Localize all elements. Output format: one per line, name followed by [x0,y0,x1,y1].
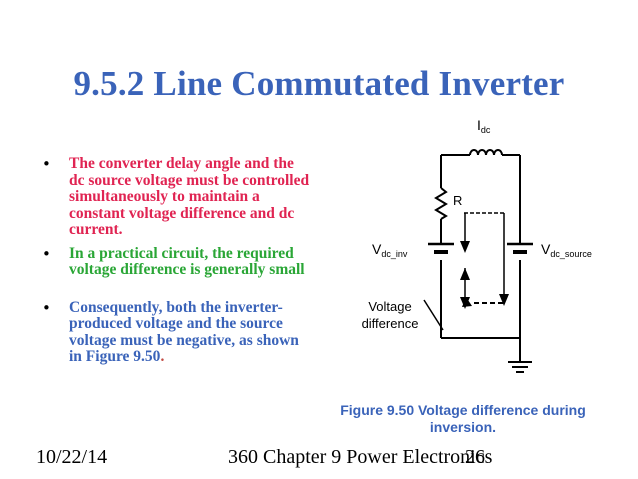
bullet-dot-icon: • [42,244,51,263]
current-label: Idc [477,117,491,135]
bullet-text: Consequently, both the inverter-produced… [69,298,299,365]
figure-caption-line-1: Figure 9.50 Voltage difference during [340,402,586,418]
bullet-text: The converter delay angle and the dc sou… [69,155,310,238]
bullet-item: • In a practical circuit, the required v… [42,244,312,279]
slide-title: 9.5.2 Line Commutated Inverter [73,64,565,103]
voltage-diff-label-1: Voltage [368,299,411,314]
footer-course: 360 Chapter 9 Power Electronics [228,446,493,468]
resistor-label: R [453,193,462,208]
voltage-diff-label-2: difference [362,316,419,331]
bullet-period: . [160,348,165,365]
figure-caption: Figure 9.50 Voltage difference during in… [318,402,608,436]
footer-page-number: 26 [465,446,485,468]
v-inv-label: Vdc_inv [372,241,408,259]
v-source-label: Vdc_source [541,241,592,259]
bullet-item: • Consequently, both the inverter-produc… [42,298,312,366]
arrow-head [499,294,509,306]
figure-caption-line-2: inversion. [429,419,497,435]
arrow-head [460,268,470,280]
bullet-dot-icon: • [42,298,51,317]
bullet-text: In a practical circuit, the required vol… [69,244,305,278]
arrow-head [462,297,472,307]
bullet-dot-icon: • [42,155,51,173]
bullet-list: • The converter delay angle and the dc s… [42,155,312,373]
arrow-head [460,241,470,253]
bullet-item: • The converter delay angle and the dc s… [42,155,312,239]
inductor-symbol [469,149,503,156]
footer-date: 10/22/14 [36,446,108,468]
resistor-symbol [434,187,448,220]
